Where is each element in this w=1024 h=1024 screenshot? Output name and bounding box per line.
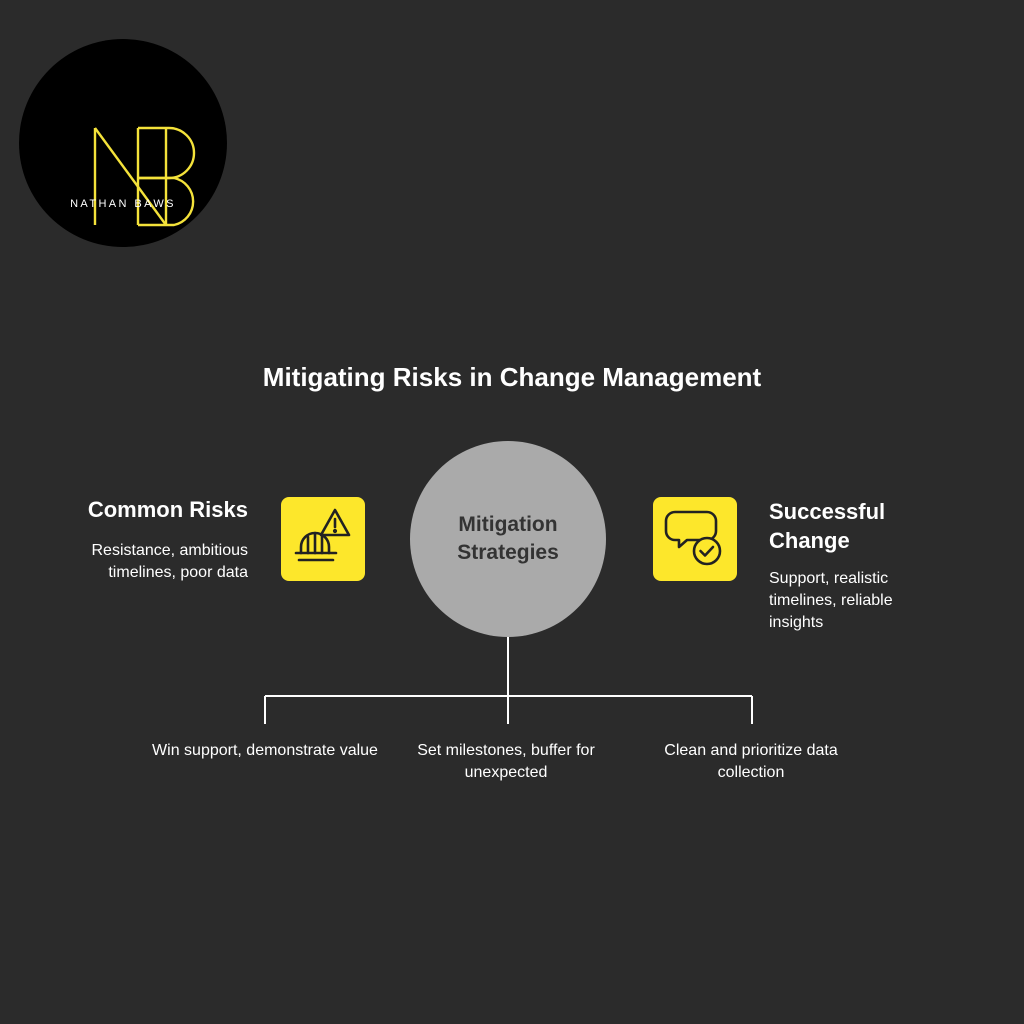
nb-monogram-icon <box>93 126 196 227</box>
warning-alert-icon <box>294 508 351 562</box>
brand-logo: NATHAN BAWS <box>19 39 227 247</box>
brand-name: NATHAN BAWS <box>70 198 176 210</box>
right-heading: Successful Change <box>769 499 886 553</box>
center-label: Mitigation Strategies <box>457 513 559 564</box>
strategy-item: Set milestones, buffer for unexpected <box>417 742 595 781</box>
center-node: Mitigation Strategies <box>410 441 606 637</box>
left-heading: Common Risks <box>87 497 248 522</box>
right-description: Support, realistic timelines, reliable i… <box>769 570 893 631</box>
common-risks-tile <box>281 497 365 581</box>
chat-check-icon <box>664 510 722 566</box>
page-title: Mitigating Risks in Change Management <box>262 362 762 392</box>
strategy-item: Clean and prioritize data collection <box>664 742 838 781</box>
strategy-item: Win support, demonstrate value <box>152 742 378 759</box>
successful-change-tile <box>653 497 737 581</box>
left-description: Resistance, ambitious timelines, poor da… <box>91 542 248 581</box>
